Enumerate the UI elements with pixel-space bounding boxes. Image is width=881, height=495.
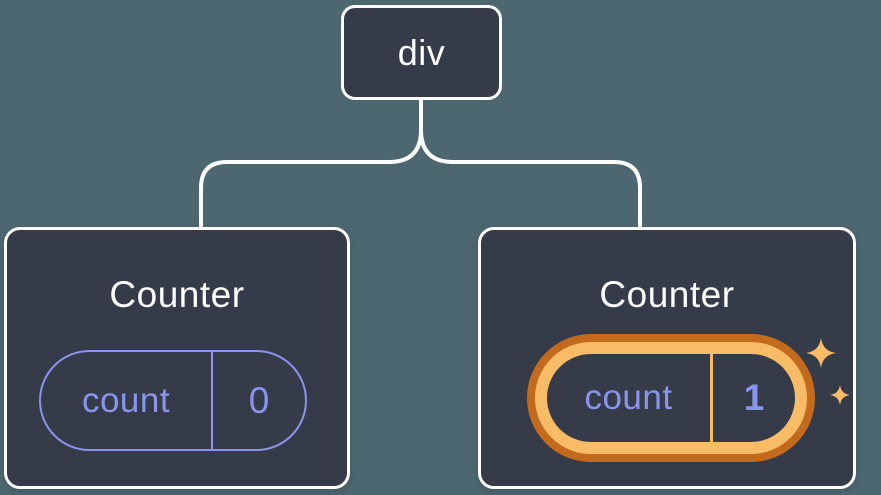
state-value: 0 [248, 379, 270, 421]
state-name-label: count [547, 354, 713, 442]
root-node-div: div [341, 5, 502, 100]
counter-title: Counter [599, 274, 735, 315]
counter-title: Counter [109, 274, 245, 315]
state-value: 1 [743, 377, 765, 418]
connector-right-branch [419, 100, 642, 227]
counter-card-left: Counter count 0 [4, 227, 350, 489]
root-node-label: div [397, 31, 446, 73]
counter-card-right: Counter count 1 [478, 227, 856, 489]
sparkle-small-icon [830, 385, 850, 405]
sparkle-large-icon [806, 338, 836, 368]
connector-left-branch [199, 100, 423, 227]
state-name-label: count [41, 352, 213, 449]
state-pill: count 0 [39, 350, 307, 451]
sparkle-icon [806, 338, 850, 405]
state-pill-highlighted: count 1 [535, 342, 807, 454]
